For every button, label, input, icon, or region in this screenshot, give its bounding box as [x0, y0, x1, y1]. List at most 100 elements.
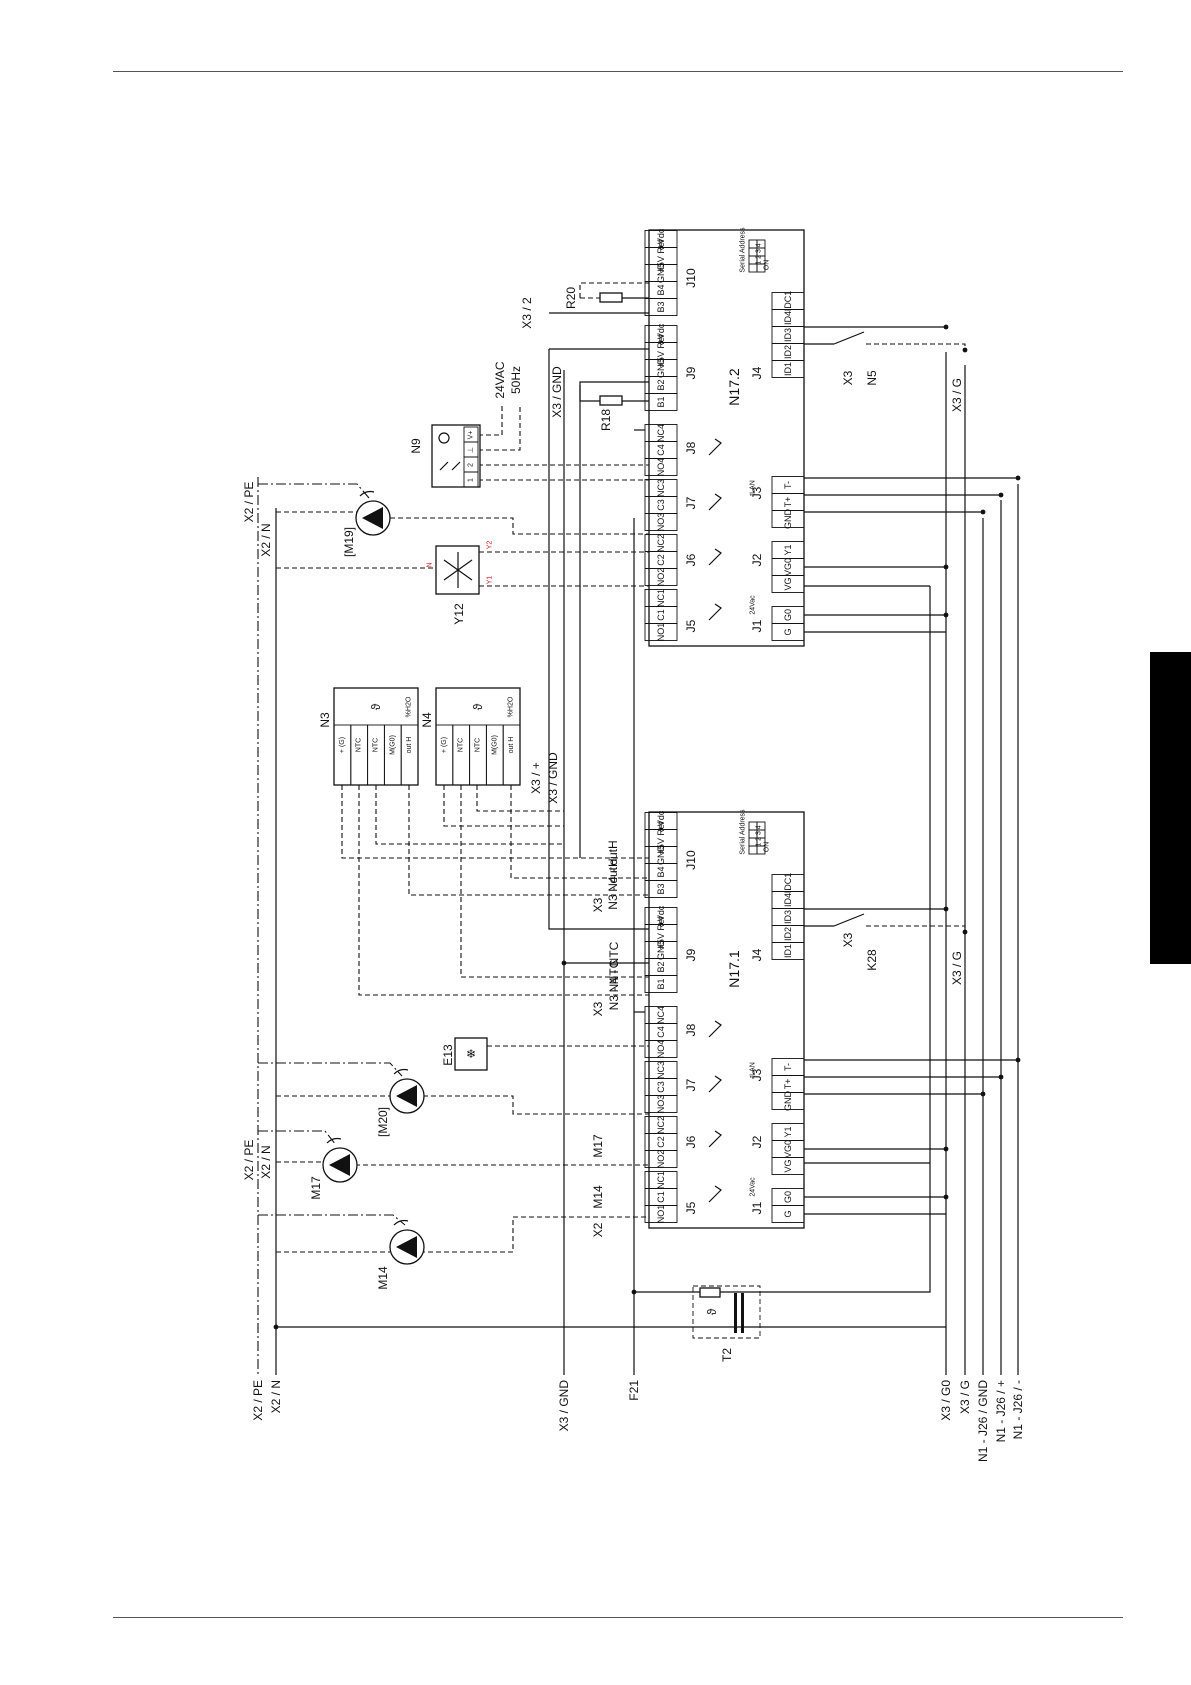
- terminal-g0: G0: [783, 609, 793, 621]
- connector-label-j10: J10: [684, 268, 698, 288]
- connector-label-j9: J9: [684, 948, 698, 961]
- wire-n4-ntc2: [476, 785, 564, 812]
- wire-n9-vplus: [478, 405, 503, 436]
- junction-dot: [943, 1146, 949, 1152]
- terminal-t: T+: [783, 1079, 793, 1090]
- wire-m17-pe: [258, 1130, 337, 1146]
- rail-label: N1 - J26 / -: [1011, 1380, 1025, 1439]
- controller-title: N17.2: [726, 368, 742, 406]
- wire-n3-outh: [408, 785, 649, 896]
- rail-label: X3 / GND: [557, 1380, 571, 1432]
- terminal-id2: ID2: [783, 345, 793, 359]
- x3-2-label: X3 / 2: [520, 297, 534, 329]
- terminal-5vref: +5V Ref: [656, 821, 666, 854]
- sensor-n3-theta: ϑ: [369, 703, 383, 710]
- n9-indicator: [438, 432, 450, 444]
- rail-label: X2 / PE: [251, 1380, 265, 1421]
- footer-rule: [113, 1617, 1123, 1618]
- terminal-idc1: IDC1: [783, 873, 793, 894]
- input-k28: K28: [865, 949, 879, 971]
- node-x3-g: X3 / G: [950, 951, 964, 985]
- controller-board: [648, 229, 805, 647]
- supply-label: 24Vac: [750, 1177, 757, 1197]
- sensor-n3-pin: M(G0): [389, 735, 396, 755]
- pump-m19-arc: [359, 490, 375, 497]
- serial-address-label: Serial Address: [740, 227, 747, 273]
- pump-m17-arrow: [329, 1154, 350, 1176]
- terminal-c1: C1: [656, 1191, 666, 1203]
- terminal-vg0: VG0: [783, 558, 793, 576]
- n9-pin: 2: [468, 463, 475, 467]
- terminal-gnd: GND: [783, 1091, 793, 1112]
- sensor-n3-pin: + (G): [339, 737, 346, 753]
- terminal-cell: [644, 424, 678, 442]
- transformer-frame: [692, 1285, 761, 1339]
- sensor-n4-pin: out H: [508, 737, 515, 754]
- wire-n9-gnd: [478, 405, 521, 451]
- connector-label-j1: J1: [750, 619, 764, 632]
- n9-label: N9: [409, 438, 423, 454]
- node-x3-gnd-2: X3 / GND: [550, 366, 564, 418]
- terminal-id4: ID4: [783, 311, 793, 325]
- controller-N17-2: [644, 229, 805, 647]
- r20-label: R20: [564, 287, 578, 309]
- serial-on: ON: [764, 260, 771, 271]
- rail-label: X3 / G0: [939, 1380, 953, 1421]
- pump-m19-arrow: [362, 507, 383, 529]
- terminal-5vref: +5V Ref: [656, 239, 666, 272]
- node-x3-g-2: X3 / G: [950, 378, 964, 412]
- valve-y12-label: Y12: [452, 603, 466, 625]
- terminal-idc1: IDC1: [783, 291, 793, 312]
- terminal-c2: C2: [656, 554, 666, 566]
- terminal-t: T-: [783, 1063, 793, 1071]
- n9-supply-24vac: 24VAC: [493, 361, 507, 398]
- node-n3-ntc: N3 - NTC: [607, 959, 621, 1010]
- sensor-n4-pin: NTC: [458, 738, 465, 752]
- sensor-n3-terminal: [400, 724, 419, 786]
- wire-contact-return: [866, 343, 966, 350]
- n9-pin: 1: [468, 478, 475, 482]
- sensor-n4-pin: + (G): [441, 737, 448, 753]
- terminal-no4: NO4: [656, 1040, 666, 1059]
- terminal-id1: ID1: [783, 362, 793, 376]
- node-x3-j10: X3: [591, 897, 605, 912]
- junction-dot: [631, 1289, 637, 1295]
- junction-dot: [943, 564, 949, 570]
- terminal-no2: NO2: [656, 1150, 666, 1169]
- serial-address-label: Serial Address: [740, 809, 747, 855]
- connector-label-j1: J1: [750, 1201, 764, 1214]
- terminal-g: G: [783, 1210, 793, 1217]
- terminal-t: T+: [783, 497, 793, 508]
- terminal-c2: C2: [656, 1136, 666, 1148]
- wire-m19-pe: [258, 483, 370, 499]
- terminal-vg: VG: [783, 577, 793, 590]
- input-x3-2: X3: [841, 370, 855, 385]
- pump-m20-arc: [393, 1068, 409, 1075]
- sensor-n4-pin: M(G0): [491, 735, 498, 755]
- connector-label-j7: J7: [684, 1078, 698, 1091]
- terminal-5vref: +5V Ref: [656, 916, 666, 949]
- terminal-t: T-: [783, 481, 793, 489]
- terminal-no4: NO4: [656, 458, 666, 477]
- terminal-cell: [771, 292, 805, 310]
- terminal-gnd: GND: [656, 940, 666, 961]
- x2-n-label: X2 / N: [259, 523, 273, 556]
- valve-y12-icon: [443, 552, 473, 588]
- connector-label-j4: J4: [750, 366, 764, 379]
- terminal-vdc: +Vdc: [656, 228, 666, 249]
- sensor-n3-label: N3: [318, 712, 332, 728]
- n9-pin: V+: [468, 431, 475, 440]
- junction-dot: [943, 324, 949, 330]
- valve-y12-y2: Y2: [487, 541, 494, 550]
- contact: [833, 331, 865, 345]
- wire-n4-outh: [510, 785, 649, 879]
- pump-m19-label: [M19]: [342, 527, 356, 557]
- terminal-cell: [771, 874, 805, 892]
- snowflake-icon: ❄: [466, 1047, 476, 1061]
- connector-label-j3: J3: [750, 1068, 764, 1081]
- n9-terminal: [463, 471, 479, 488]
- wire-m19-no3: [390, 517, 649, 535]
- connector-label-j2: J2: [750, 1135, 764, 1148]
- relay-contact: [708, 603, 722, 621]
- wire-m14-no1: [420, 1216, 649, 1253]
